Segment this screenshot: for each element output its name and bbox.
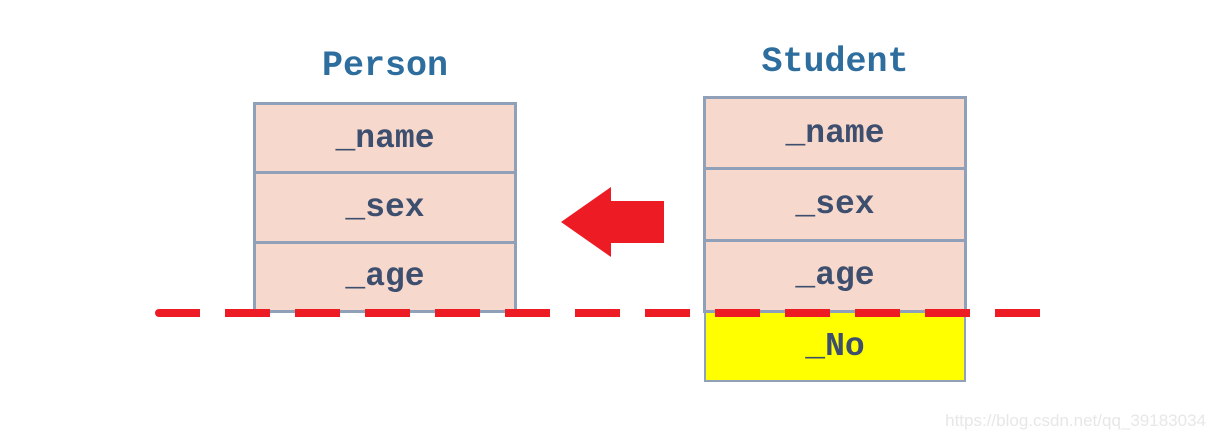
student-sliced-field-no: _No [704,311,966,382]
student-class-title: Student [761,42,909,82]
person-field-age: _age [345,258,425,296]
slice-divider-line [155,309,1047,317]
watermark-text: https://blog.csdn.net/qq_39183034 [945,411,1206,430]
student-field-sex: _sex [706,170,964,242]
student-field-age: _age [795,257,875,295]
left-arrow-icon [561,186,665,258]
person-field-name: _name [256,105,514,175]
student-field-name: _name [706,99,964,171]
person-field-sex: _sex [256,174,514,244]
student-class-box: _name _sex _age [703,96,967,313]
person-class-title: Person [321,46,449,86]
person-class-box: _name _sex _age [253,102,517,313]
